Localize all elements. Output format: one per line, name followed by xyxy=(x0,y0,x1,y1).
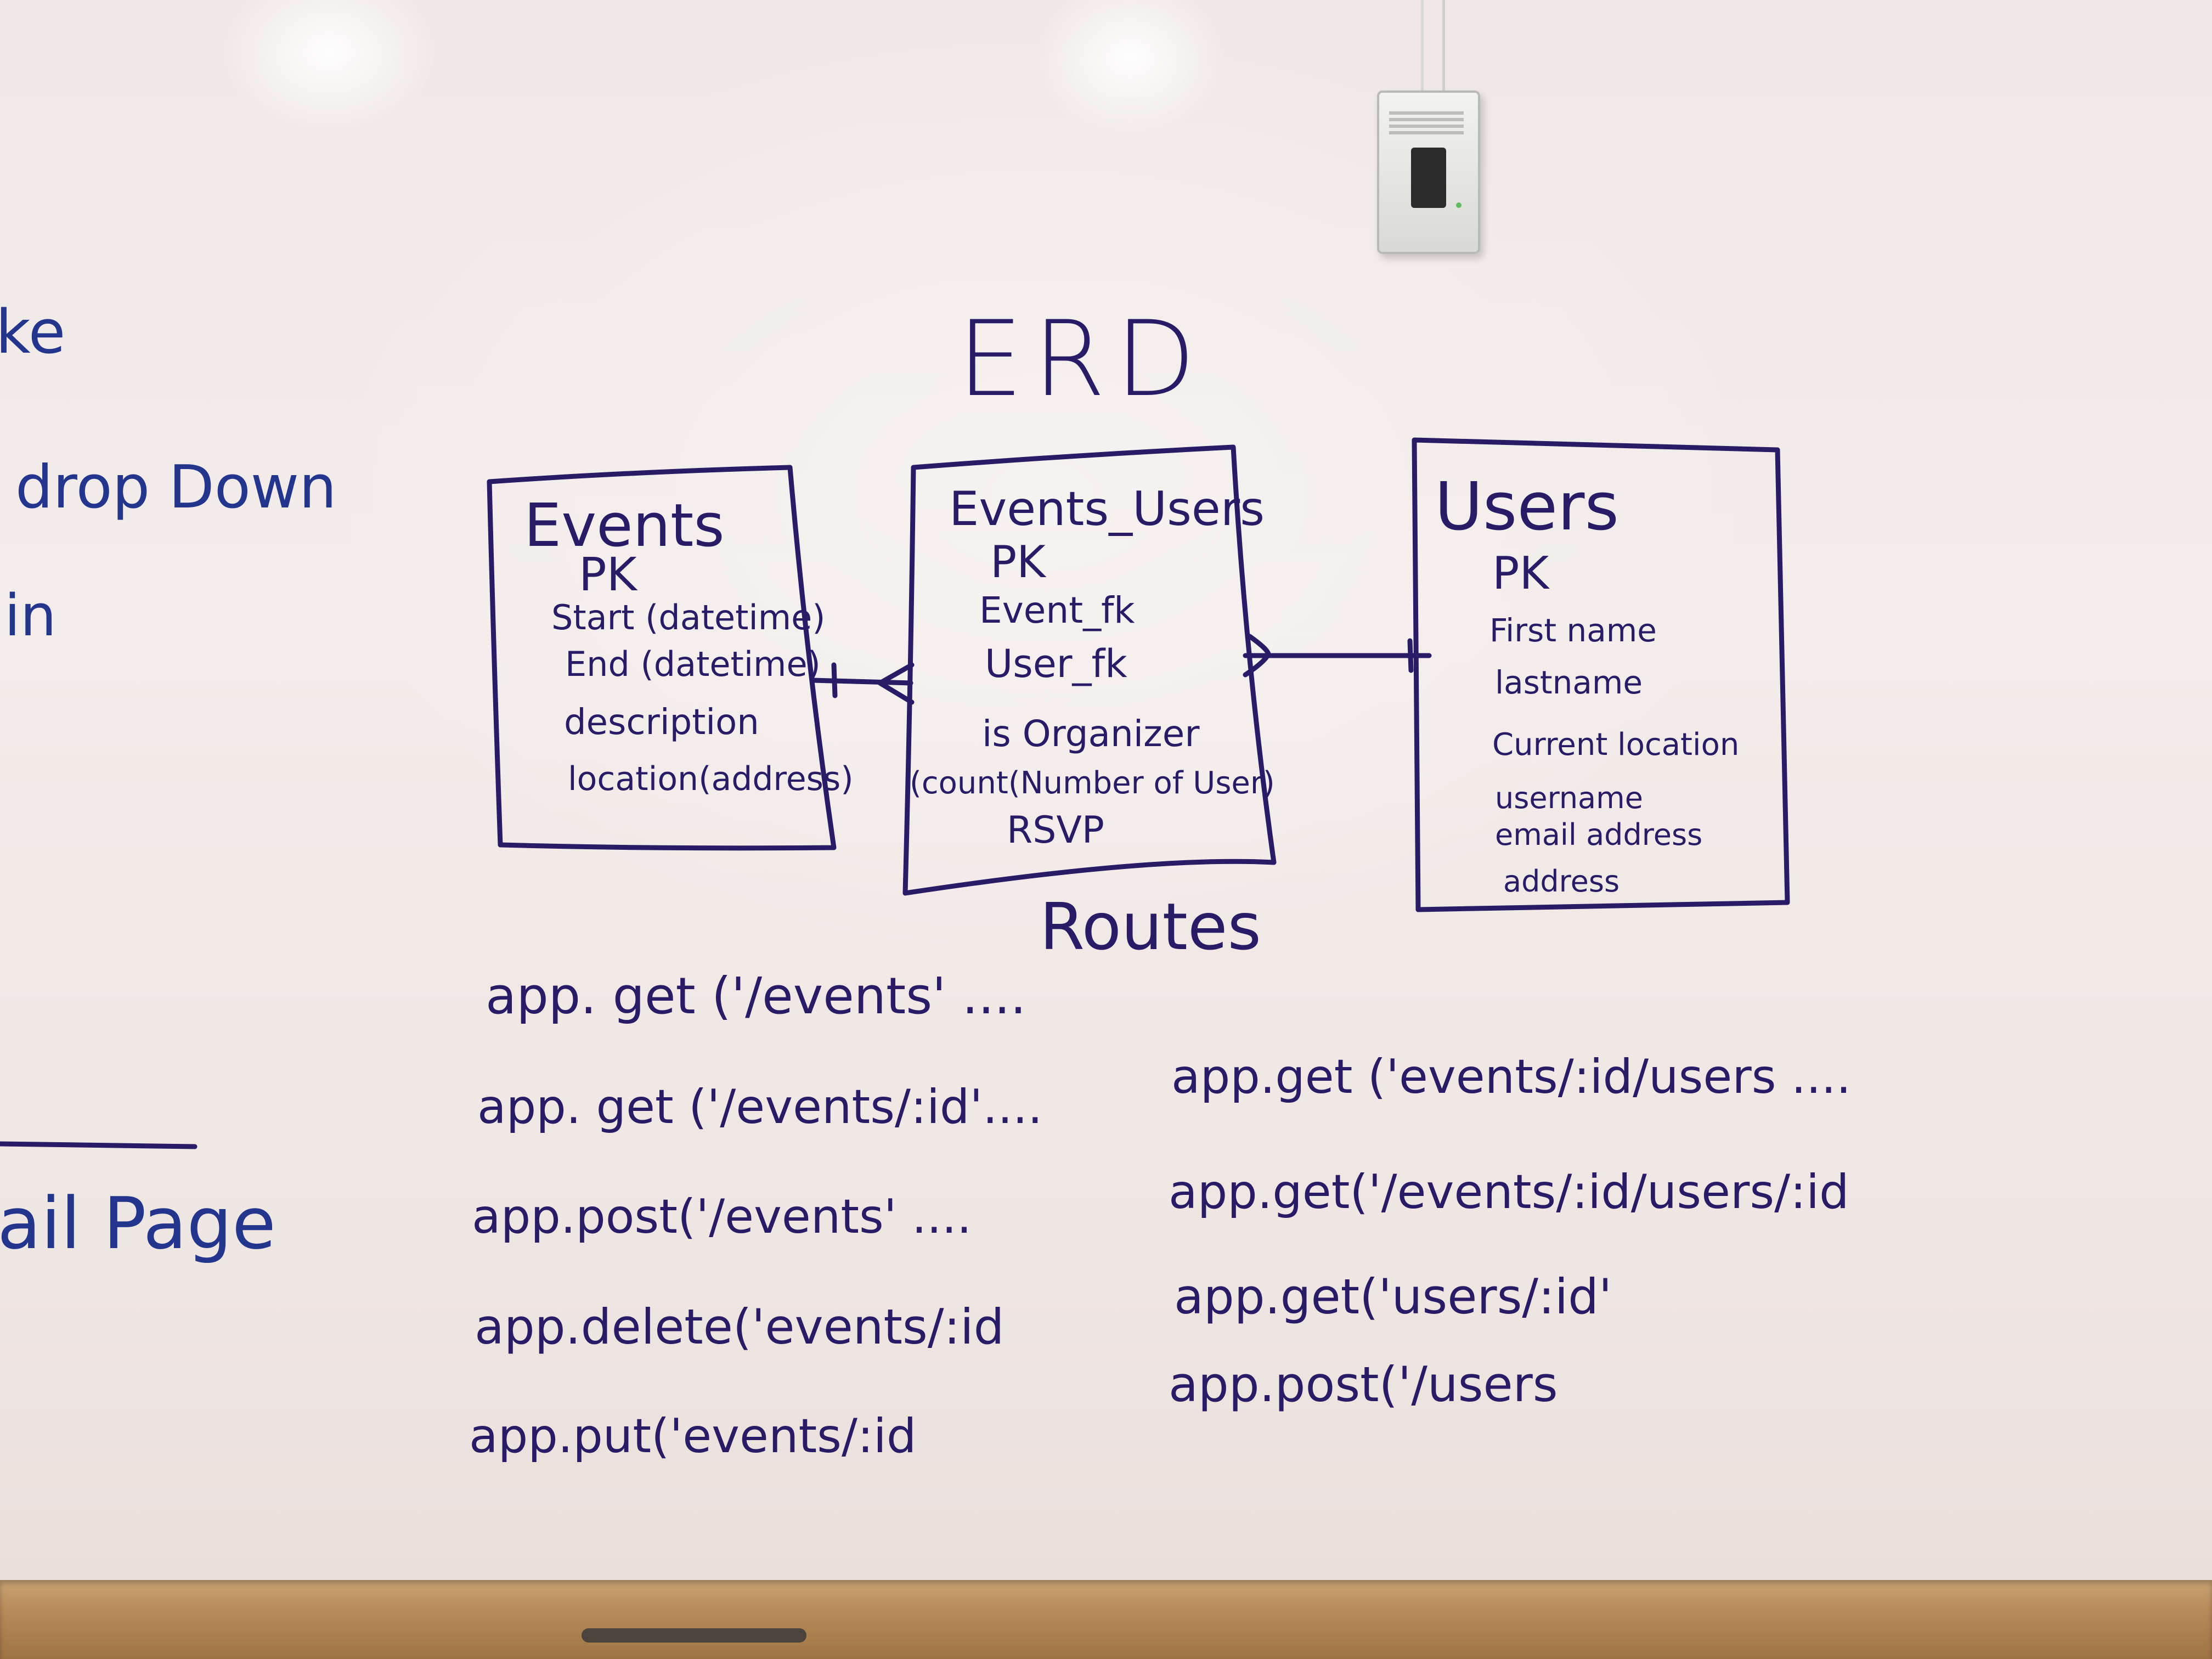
margin-note-4: ail Page xyxy=(0,1182,276,1265)
events-users-crowsfoot-left xyxy=(877,662,915,705)
events-entity-name: Events xyxy=(524,492,725,560)
users-field-address: address xyxy=(1503,864,1620,899)
route-right-3: app.get('users/:id' xyxy=(1174,1268,1612,1325)
margin-note-2: drop Down xyxy=(15,453,337,522)
events-users-entity-box xyxy=(902,444,1277,896)
users-one-tick xyxy=(1407,638,1414,673)
users-field-username: username xyxy=(1495,781,1643,815)
erd-title: ERD xyxy=(957,298,1206,420)
users-field-last-name: lastname xyxy=(1495,664,1643,701)
users-field-email-address: email address xyxy=(1495,817,1703,852)
whiteboard xyxy=(0,0,2212,1591)
users-entity-box xyxy=(1412,437,1790,912)
events-users-entity-name: Events_Users xyxy=(949,482,1265,537)
outlet-cable xyxy=(1421,0,1445,93)
margin-note-1: ke xyxy=(0,297,66,367)
events-users-field-is-organizer: is Organizer xyxy=(982,713,1200,755)
events-field-description: description xyxy=(564,702,759,743)
events-field-end: End (datetime) xyxy=(565,644,821,684)
route-right-1: app.get ('events/:id/users .... xyxy=(1171,1049,1852,1104)
events-entity-box xyxy=(487,465,837,851)
events-users-field-user-fk: User_fk xyxy=(985,641,1127,686)
route-left-3: app.post('/events' .... xyxy=(472,1189,972,1244)
users-field-pk: PK xyxy=(1492,548,1549,600)
events-users-field-count: (count(Number of User) xyxy=(910,765,1275,801)
marker-on-tray xyxy=(582,1628,806,1643)
outlet-socket xyxy=(1411,148,1446,208)
events-users-field-event-fk: Event_fk xyxy=(979,589,1135,631)
erd-ink-drawing xyxy=(0,437,1790,1149)
events-field-pk: PK xyxy=(579,548,637,601)
users-field-first-name: First name xyxy=(1489,612,1657,649)
route-left-2: app. get ('/events/:id'.... xyxy=(477,1080,1043,1135)
events-field-start: Start (datetime) xyxy=(551,597,826,637)
events-to-events-users-line xyxy=(810,678,913,686)
routes-heading: Routes xyxy=(1040,889,1262,964)
route-left-1: app. get ('/events' .... xyxy=(486,967,1026,1025)
users-field-current-location: Current location xyxy=(1492,727,1740,763)
events-field-location: location(address) xyxy=(568,760,854,798)
route-right-2: app.get('/events/:id/users/:id xyxy=(1169,1165,1849,1220)
route-left-4: app.delete('events/:id xyxy=(475,1299,1005,1355)
events-users-field-pk: PK xyxy=(990,537,1046,588)
events-users-crowsfoot-right xyxy=(1243,634,1271,678)
outlet-vents xyxy=(1389,111,1464,138)
events-users-field-rsvp: RSVP xyxy=(1007,809,1104,852)
marker-tray xyxy=(0,1580,2212,1659)
route-left-5: app.put('events/:id xyxy=(469,1409,917,1464)
events-one-tick xyxy=(831,662,838,698)
route-right-4: app.post('/users xyxy=(1169,1356,1558,1413)
users-entity-name: Users xyxy=(1435,469,1620,545)
margin-note-3: in xyxy=(4,582,57,649)
wall-outlet xyxy=(1377,91,1480,254)
outlet-status-led xyxy=(1456,202,1462,208)
margin-divider-line xyxy=(0,1141,198,1149)
